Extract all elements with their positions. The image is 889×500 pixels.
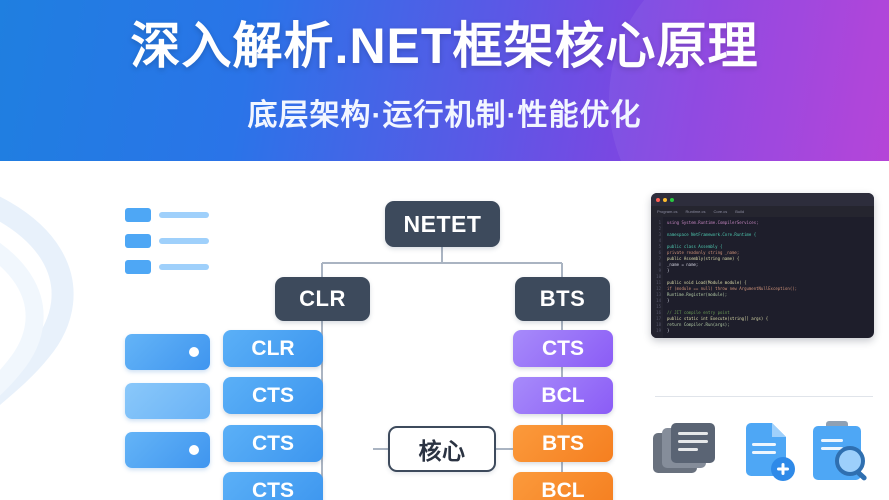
card-with-dot [125, 334, 210, 370]
list-square [125, 260, 151, 274]
line-number: 7 [658, 256, 661, 261]
list-square [125, 234, 151, 248]
list-line [159, 264, 209, 270]
code-line: namespace NetFramework.Core.Runtime { [667, 232, 757, 237]
card-with-dot [125, 432, 210, 468]
card-stack [125, 334, 210, 481]
code-line: } [667, 298, 670, 303]
card-dot [189, 445, 199, 455]
line-number: 18 [656, 322, 661, 327]
document-search-icon[interactable] [810, 419, 874, 489]
icon-row [650, 419, 880, 499]
list-line [159, 238, 209, 244]
tree-node-core[interactable]: 核心 [388, 426, 496, 472]
tree-leaf-right-3[interactable]: BTS [513, 425, 613, 462]
line-number: 10 [656, 274, 661, 279]
page-title: 深入解析.NET框架核心原理 [130, 18, 759, 74]
line-number: 14 [656, 298, 661, 303]
code-text[interactable]: using System.Runtime.CompilerServices; n… [663, 217, 874, 338]
line-number: 13 [656, 292, 661, 297]
line-number: 1 [658, 220, 661, 225]
close-icon[interactable] [656, 197, 660, 202]
code-line: public void Load(Module module) { [667, 280, 747, 285]
architecture-tree: NETET CLR BTS 核心 CLR CTS CTS CTS CTS BCL… [223, 181, 615, 500]
tree-leaf-left-1[interactable]: CLR [223, 330, 323, 367]
tab-program[interactable]: Program.cs [657, 209, 678, 214]
tree-node-bts[interactable]: BTS [515, 277, 610, 321]
line-number: 3 [658, 232, 661, 237]
code-line: public static int Execute(string[] args)… [667, 316, 769, 321]
code-line: using System.Runtime.CompilerServices; [667, 220, 759, 225]
card-plain [125, 383, 210, 419]
line-number: 16 [656, 310, 661, 315]
section-divider [655, 396, 873, 397]
documents-stack-icon[interactable] [650, 419, 720, 489]
code-tab-bar[interactable]: Program.cs Runtime.cs Core.cs Build [651, 206, 874, 217]
code-line: Runtime.Register(module); [667, 292, 728, 297]
line-number: 12 [656, 286, 661, 291]
tab-core[interactable]: Core.cs [713, 209, 728, 214]
tree-leaf-right-2[interactable]: BCL [513, 377, 613, 414]
line-number-gutter: 1 2 3 4 5 6 7 8 9 10 11 12 13 14 15 16 1 [651, 217, 663, 338]
code-line: // JIT compile entry point [667, 310, 730, 315]
code-line: } [667, 268, 670, 273]
content-area: NETET CLR BTS 核心 CLR CTS CTS CTS CTS BCL… [0, 161, 889, 500]
code-line: private readonly string _name; [667, 250, 740, 255]
code-line: return Compiler.Run(args); [667, 322, 730, 327]
line-number: 6 [658, 250, 661, 255]
line-number: 9 [658, 268, 661, 273]
code-editor-window[interactable]: Program.cs Runtime.cs Core.cs Build 1 2 … [651, 193, 874, 338]
tab-runtime[interactable]: Runtime.cs [685, 209, 706, 214]
tree-leaf-left-4[interactable]: CTS [223, 472, 323, 500]
maximize-icon[interactable] [670, 197, 674, 202]
code-line: public Assembly(string name) { [667, 256, 740, 261]
code-body[interactable]: 1 2 3 4 5 6 7 8 9 10 11 12 13 14 15 16 1 [651, 217, 874, 338]
add-document-icon[interactable] [738, 419, 800, 489]
line-number: 8 [658, 262, 661, 267]
tree-leaf-left-2[interactable]: CTS [223, 377, 323, 414]
header-banner: 深入解析.NET框架核心原理 底层架构·运行机制·性能优化 [0, 0, 889, 161]
line-number: 5 [658, 244, 661, 249]
code-line: } [667, 328, 670, 333]
tree-node-clr[interactable]: CLR [275, 277, 370, 321]
list-line [159, 212, 209, 218]
tab-build[interactable]: Build [735, 209, 745, 214]
line-number: 17 [656, 316, 661, 321]
code-line: _name = name; [667, 262, 699, 267]
code-line: if (module == null) throw new ArgumentNu… [667, 286, 798, 291]
page-subtitle: 底层架构·运行机制·性能优化 [247, 99, 642, 132]
card-dot [189, 347, 199, 357]
minimize-icon[interactable] [663, 197, 667, 202]
line-number: 19 [656, 328, 661, 333]
code-line: public class Assembly { [667, 244, 723, 249]
tree-leaf-left-3[interactable]: CTS [223, 425, 323, 462]
list-square [125, 208, 151, 222]
tree-node-root[interactable]: NETET [385, 201, 500, 247]
line-number: 11 [656, 280, 661, 285]
tree-leaf-right-1[interactable]: CTS [513, 330, 613, 367]
line-number: 2 [658, 226, 661, 231]
tree-leaf-right-4[interactable]: BCL [513, 472, 613, 500]
line-number: 15 [656, 304, 661, 309]
code-titlebar [651, 193, 874, 206]
line-number: 4 [658, 238, 661, 243]
